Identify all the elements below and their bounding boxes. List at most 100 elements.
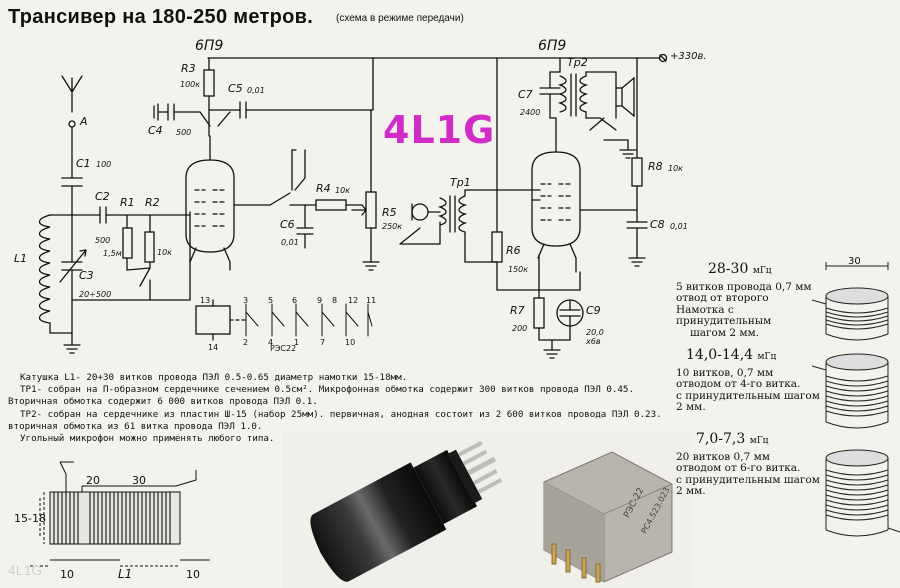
capacitor-c1: [61, 177, 83, 216]
coil-cylinder-2: [811, 353, 889, 429]
relay-pin-1: 1: [294, 338, 300, 347]
transformer-tr2: [549, 71, 617, 119]
resistor-r7: [533, 289, 545, 341]
band-3-line: с принудительным шагом: [676, 473, 820, 486]
note-line: вторичная обмотка из 61 витка провода ПЭ…: [8, 420, 263, 432]
resistor-r1: [122, 214, 133, 271]
c8-label: C8: [650, 218, 665, 231]
band-3-freq: 7,0-7,3 мГц: [696, 431, 769, 447]
supply-label: +330в.: [670, 51, 707, 62]
c1-label: C1: [76, 157, 91, 170]
c5-label: C5: [228, 82, 243, 95]
c6-value: 0,01: [281, 238, 299, 247]
band-2-freq: 14,0-14,4 мГц: [686, 347, 777, 363]
r5-value: 250к: [382, 222, 403, 231]
c7-value: 2400: [520, 108, 541, 117]
ground-c9: [543, 339, 561, 359]
r2-label: R2: [145, 196, 160, 209]
antenna-symbol: [61, 75, 83, 179]
speaker-symbol: [615, 76, 635, 118]
band-2-line: с принудительным шагом: [676, 389, 820, 402]
band-1-line: отвод от второго: [676, 292, 769, 304]
relay-pin-11: 11: [366, 296, 377, 305]
r1-value: 1,5м: [103, 249, 122, 258]
r3-label: R3: [181, 62, 196, 75]
page-subtitle: (схема в режиме передачи): [336, 13, 464, 24]
ground-left: [63, 332, 81, 354]
band-3-line: 20 витков 0,7 мм: [676, 450, 770, 463]
relay-pin-13: 13: [200, 296, 211, 305]
coil-l1: [38, 214, 73, 334]
relay-pin-6: 6: [292, 296, 298, 305]
relay-pin-2: 2: [243, 338, 249, 347]
r5-label: R5: [382, 206, 397, 219]
r7-label: R7: [510, 304, 525, 317]
ground-tr2: [619, 149, 637, 159]
tr1-label: Тр1: [450, 176, 471, 189]
note-line: Вторичная обмотка содержит 6 000 витков …: [8, 396, 318, 408]
note-line: Катушка L1- 20+30 витков провода ПЭЛ 0.5…: [20, 372, 408, 383]
band-1-line: 5 витков провода 0,7 мм: [676, 280, 812, 293]
page-title: Трансивер на 180-250 метров.: [8, 6, 314, 28]
r6-value: 150к: [508, 265, 529, 274]
r3-value: 100к: [180, 80, 201, 89]
c2-value: 500: [95, 236, 111, 245]
relay-label: РЭС22: [270, 344, 297, 353]
resistor-r2: [144, 214, 155, 269]
c9-label: C9: [586, 304, 601, 317]
l1-label: L1: [14, 252, 28, 265]
coil-cylinder-3: [825, 449, 900, 537]
c4-value: 500: [176, 128, 192, 137]
relay-photo: РЭС-22 РС4.523.023: [522, 432, 692, 588]
capacitor-c3: [59, 214, 87, 334]
band-2-line: отводом от 4-го витка.: [676, 378, 801, 390]
resistor-r8: [631, 57, 643, 211]
coil-diameter-top: 30: [848, 256, 861, 267]
relay-pin-10: 10: [345, 338, 356, 347]
c2-label: C2: [95, 190, 110, 203]
r8-value: 10к: [668, 164, 684, 173]
tube-6p9-right: [531, 117, 581, 273]
c6-label: C6: [280, 218, 295, 231]
coil-diameter-label: 15-18: [14, 512, 46, 525]
capacitor-c4: [153, 103, 201, 121]
c3-label: C3: [79, 269, 94, 282]
c7-label: C7: [518, 88, 533, 101]
resistor-r5: [351, 109, 377, 263]
antenna-label: A: [80, 115, 88, 128]
r4-label: R4: [316, 182, 331, 195]
relay-pin-7: 7: [320, 338, 326, 347]
relay-pin-9: 9: [317, 296, 323, 305]
note-line: ТР2- собран на сердечнике из пластин Ш-1…: [20, 408, 662, 420]
coil-name-label: L1: [118, 567, 133, 581]
c3-value: 20÷500: [79, 290, 112, 299]
r8-label: R8: [648, 160, 663, 173]
coil-cylinder-1: [811, 287, 889, 341]
coil-lead2-label: 10: [186, 568, 200, 581]
relay-pin-8: 8: [332, 296, 338, 305]
relay-pin-14: 14: [208, 343, 219, 352]
capacitor-c7: [539, 71, 561, 119]
tube-photo: [282, 432, 522, 588]
coil-section2-label: 30: [132, 474, 146, 487]
resistor-r4: [304, 199, 363, 211]
band-1-line: шагом 2 мм.: [690, 326, 760, 339]
supply-terminal: [658, 53, 668, 63]
transformer-tr1: [437, 189, 541, 263]
coil-lead1-label: 10: [60, 568, 74, 581]
relay-pin-4: 4: [268, 338, 274, 347]
tr2-label: Тр2: [567, 56, 588, 69]
r6-label: R6: [506, 244, 521, 257]
capacitor-c8: [626, 209, 648, 259]
capacitor-c9: [556, 299, 584, 341]
capacitor-c6: [296, 209, 314, 249]
relay-pin-12: 12: [348, 296, 359, 305]
tube1-label: 6П9: [195, 38, 224, 54]
watermark: 4L1G: [383, 108, 496, 152]
capacitor-c5: [239, 101, 374, 119]
band-1-freq: 28-30 мГц: [708, 261, 772, 277]
band-1-block: 28-30 мГц 5 витков провода 0,7 мм отвод …: [676, 261, 826, 339]
r7-value: 200: [512, 324, 528, 333]
